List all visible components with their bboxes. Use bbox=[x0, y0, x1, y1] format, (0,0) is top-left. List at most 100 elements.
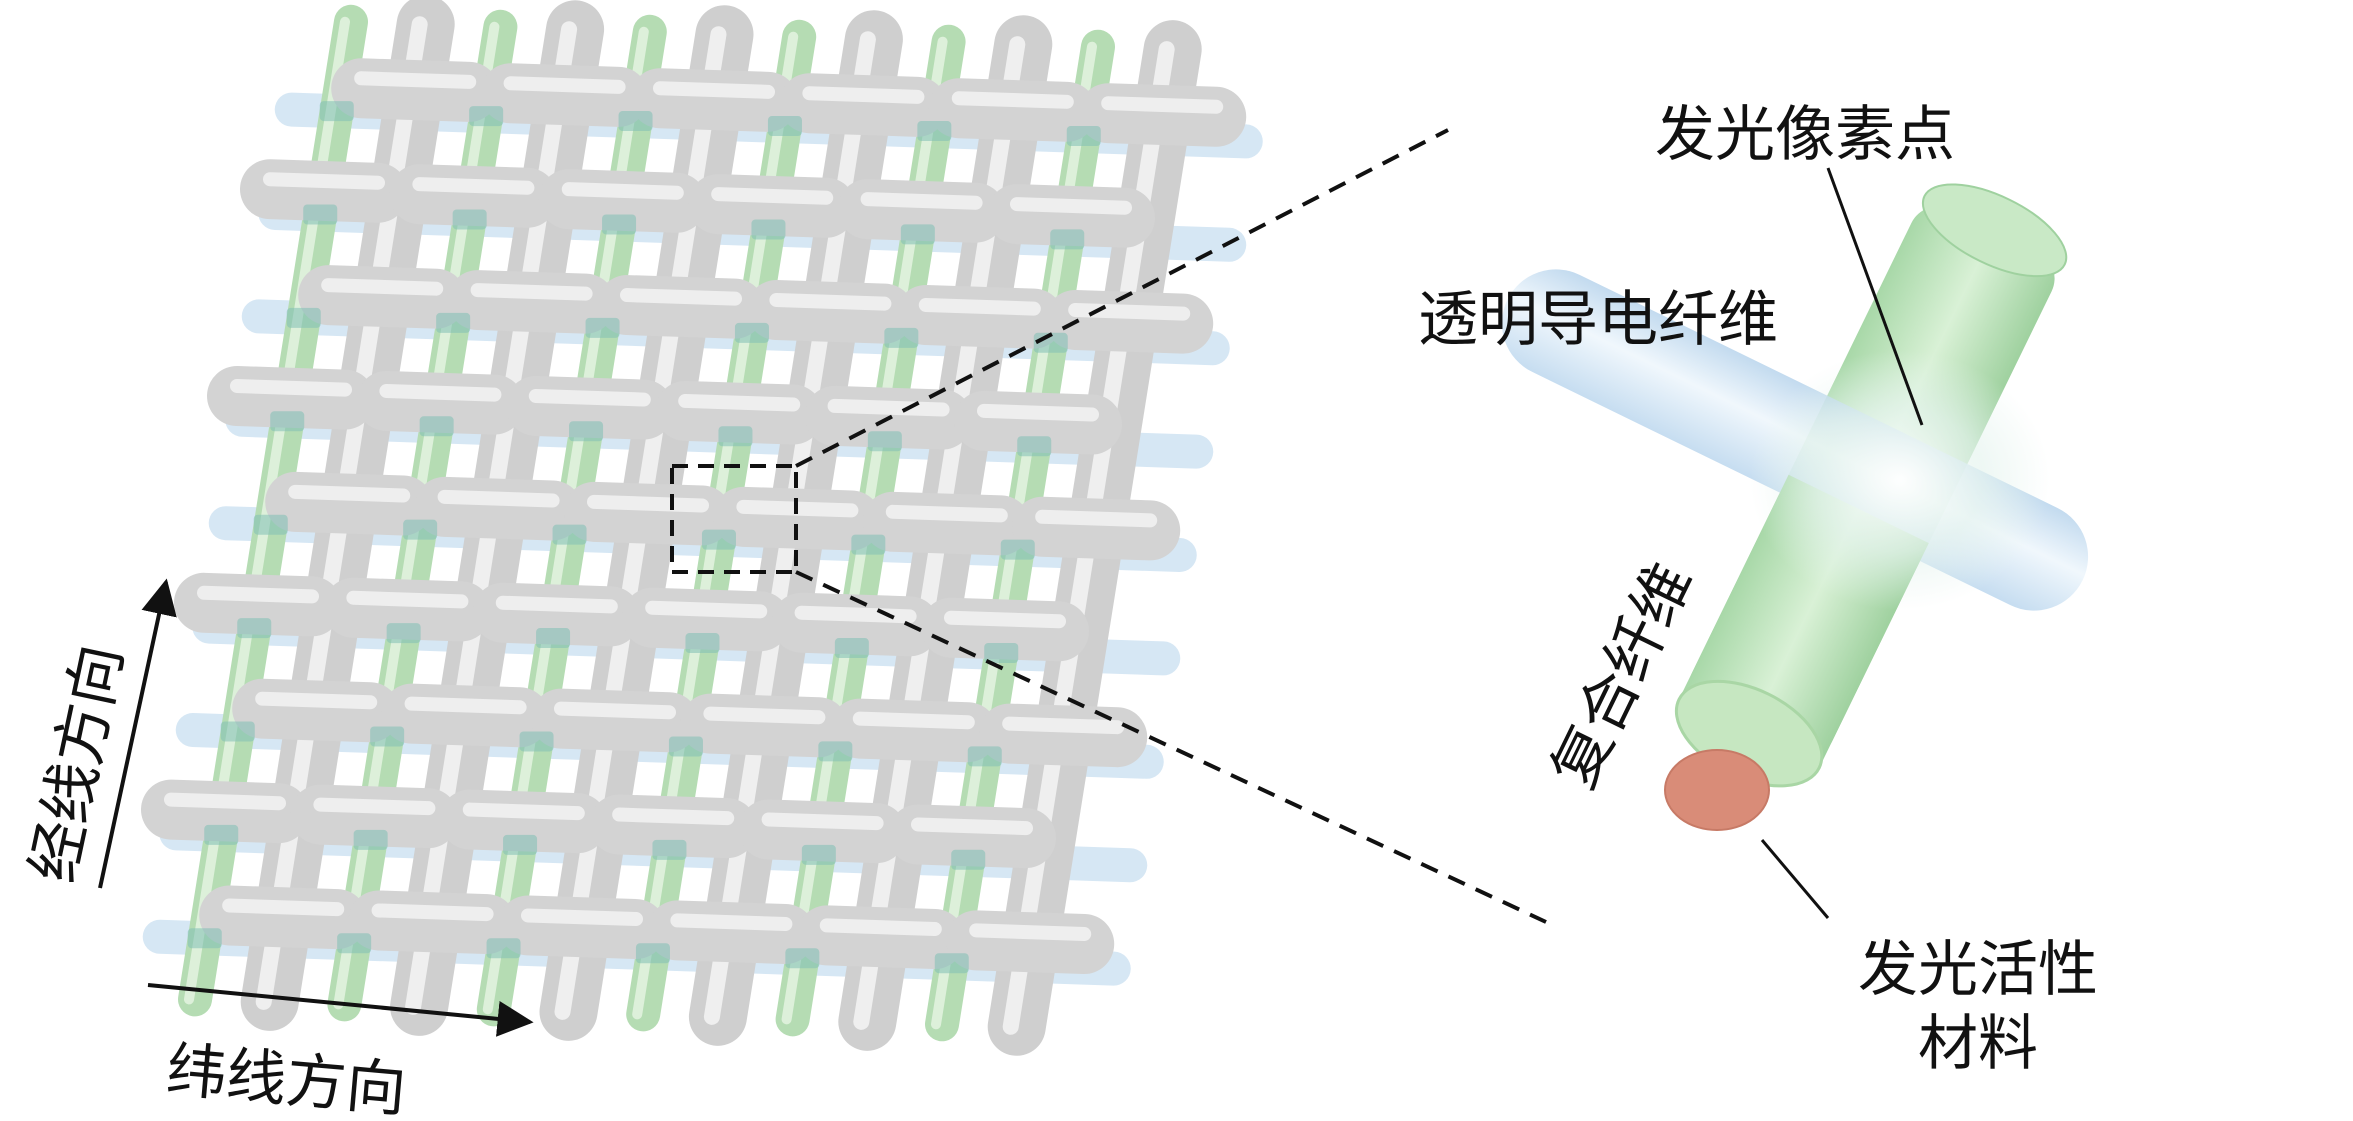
gray-weft-highlight bbox=[354, 71, 477, 89]
gray-weft-yarn bbox=[199, 885, 368, 950]
gray-weft-yarn bbox=[381, 683, 550, 748]
gray-weft-yarn bbox=[564, 481, 732, 546]
gray-weft-yarn bbox=[589, 794, 758, 859]
gray-weft-highlight bbox=[944, 610, 1066, 629]
gray-weft-yarn bbox=[1045, 289, 1214, 354]
gray-weft-highlight bbox=[703, 706, 826, 725]
gray-weft-yarn bbox=[771, 592, 940, 657]
fiber-crossing-band bbox=[204, 824, 239, 845]
gray-weft-highlight bbox=[769, 293, 892, 311]
gray-weft-highlight bbox=[711, 187, 834, 205]
gray-weft-yarn bbox=[265, 471, 434, 536]
active-material-leader bbox=[1760, 839, 1830, 919]
gray-weft-highlight bbox=[379, 383, 502, 402]
fiber-crossing-band bbox=[452, 209, 487, 230]
gray-weft-highlight bbox=[911, 817, 1033, 836]
gray-weft-yarn bbox=[888, 804, 1056, 869]
gray-weft-highlight bbox=[678, 393, 801, 412]
fiber-crossing-band bbox=[585, 317, 620, 338]
gray-weft-highlight bbox=[230, 379, 352, 397]
gray-weft-highlight bbox=[977, 403, 1099, 422]
gray-weft-yarn bbox=[356, 370, 525, 435]
fiber-crossing-band bbox=[536, 628, 571, 649]
gray-weft-highlight bbox=[827, 398, 950, 417]
gray-weft-yarn bbox=[738, 799, 907, 864]
fiber-crossing-band bbox=[303, 204, 338, 225]
fiber-crossing-band bbox=[253, 514, 288, 535]
weft-direction-arrow bbox=[147, 983, 534, 1037]
gray-weft-yarn bbox=[531, 688, 699, 753]
gray-weft-highlight bbox=[313, 797, 436, 816]
gray-weft-highlight bbox=[860, 192, 983, 210]
pixel-leader bbox=[1826, 167, 1924, 426]
gray-weft-yarn bbox=[597, 275, 765, 339]
fiber-crossing-band bbox=[635, 943, 670, 964]
gray-weft-highlight bbox=[1035, 509, 1158, 528]
gray-weft-highlight bbox=[885, 504, 1008, 523]
fiber-crossing-band bbox=[718, 426, 753, 447]
zoom-line-bottom bbox=[795, 570, 1547, 924]
gray-weft-yarn bbox=[928, 78, 1097, 142]
fiber-crossing-band bbox=[552, 524, 587, 545]
gray-weft-highlight bbox=[1010, 197, 1132, 215]
gray-weft-yarn bbox=[1012, 496, 1181, 561]
gray-weft-yarn bbox=[1078, 83, 1247, 147]
gray-weft-highlight bbox=[437, 489, 560, 508]
fiber-crossing-band bbox=[469, 106, 504, 127]
fiber-crossing-band bbox=[701, 529, 736, 550]
fiber-crossing-band bbox=[884, 327, 919, 348]
gray-weft-yarn bbox=[232, 678, 401, 743]
fiber-crossing-band bbox=[370, 726, 405, 747]
gray-weft-yarn bbox=[829, 698, 998, 763]
gray-weft-highlight bbox=[197, 585, 319, 604]
gray-weft-highlight bbox=[561, 182, 684, 200]
fiber-crossing-band bbox=[386, 623, 421, 644]
fiber-crossing-band bbox=[685, 633, 720, 654]
gray-weft-yarn bbox=[921, 597, 1089, 662]
gray-weft-yarn bbox=[389, 164, 558, 228]
gray-weft-yarn bbox=[779, 73, 948, 137]
fiber-crossing-band bbox=[967, 746, 1002, 767]
gray-weft-highlight bbox=[1002, 716, 1125, 735]
gray-weft-yarn bbox=[331, 58, 500, 122]
gray-weft-highlight bbox=[255, 691, 378, 710]
gray-weft-highlight bbox=[969, 923, 1092, 941]
fiber-crossing-band bbox=[237, 618, 272, 639]
gray-weft-highlight bbox=[761, 812, 884, 831]
fiber-crossing-band bbox=[900, 224, 935, 245]
gray-weft-highlight bbox=[1101, 96, 1224, 114]
gray-weft-yarn bbox=[680, 693, 849, 758]
woven-fabric bbox=[141, 0, 1263, 1056]
zoom-line-top bbox=[795, 128, 1449, 468]
fiber-crossing-band bbox=[337, 933, 372, 954]
gray-weft-highlight bbox=[470, 283, 593, 301]
fiber-crossing-band bbox=[751, 219, 786, 240]
gray-weft-highlight bbox=[587, 494, 709, 513]
gray-weft-highlight bbox=[263, 172, 385, 190]
fiber-crossing-band bbox=[486, 938, 521, 959]
gray-weft-highlight bbox=[852, 711, 975, 730]
gray-weft-highlight bbox=[462, 802, 585, 821]
gray-weft-highlight bbox=[371, 903, 494, 922]
fiber-crossing-band bbox=[1000, 539, 1035, 560]
gray-weft-highlight bbox=[321, 278, 444, 296]
transparent-fiber-label: 透明导电纤维 bbox=[1418, 285, 1778, 355]
luminous-pixel bbox=[1750, 350, 2050, 610]
gray-weft-yarn bbox=[480, 63, 649, 127]
fiber-crossing-band bbox=[1050, 229, 1085, 250]
gray-weft-yarn bbox=[647, 900, 816, 965]
fiber-crossing-band bbox=[286, 307, 321, 328]
gray-weft-yarn bbox=[837, 179, 1006, 243]
active-material-core bbox=[1664, 749, 1770, 831]
gray-weft-highlight bbox=[653, 81, 775, 99]
gray-weft-yarn bbox=[862, 491, 1031, 556]
gray-weft-highlight bbox=[288, 484, 411, 503]
fiber-crossing-band bbox=[734, 322, 769, 343]
gray-weft-yarn bbox=[141, 779, 309, 844]
fiber-crossing-band bbox=[818, 741, 853, 762]
gray-weft-highlight bbox=[404, 696, 527, 715]
gray-weft-yarn bbox=[323, 577, 492, 642]
gray-weft-yarn bbox=[796, 905, 965, 970]
gray-weft-highlight bbox=[554, 701, 676, 720]
fiber-crossing-band bbox=[851, 534, 886, 555]
